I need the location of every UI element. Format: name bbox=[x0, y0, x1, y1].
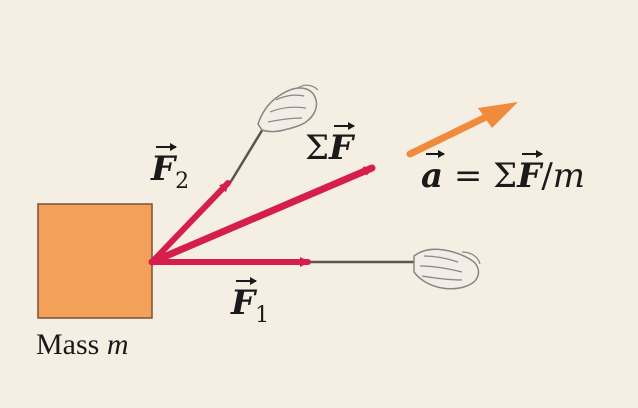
accel-symbol: a bbox=[421, 150, 445, 196]
force2-label: F2 bbox=[151, 143, 190, 194]
accel-equals: = Σ bbox=[443, 156, 518, 196]
acceleration-equation: a = ΣF/m bbox=[421, 150, 586, 196]
pulling-hand-icon bbox=[257, 84, 319, 133]
accel-divide: / bbox=[541, 156, 553, 196]
force1-subscript: 1 bbox=[255, 303, 270, 328]
force1-label: F1 bbox=[231, 277, 270, 328]
mass-symbol: m bbox=[106, 328, 129, 361]
net-force-symbol: F bbox=[329, 122, 356, 168]
force2-symbol: F bbox=[151, 143, 177, 189]
net-force-sigma: Σ bbox=[305, 128, 330, 168]
force1-symbol: F bbox=[231, 277, 257, 323]
mass-block bbox=[37, 203, 153, 319]
net-force-label: ΣF bbox=[305, 122, 356, 168]
accel-force-symbol: F bbox=[517, 150, 544, 196]
pulling-hand-icon bbox=[413, 248, 481, 290]
force2-arrow bbox=[149, 180, 231, 265]
net-force-arrow bbox=[148, 164, 376, 266]
force2-subscript: 2 bbox=[175, 169, 190, 194]
accel-mass-symbol: m bbox=[552, 156, 586, 196]
acceleration-arrow bbox=[406, 102, 518, 158]
mass-text: Mass bbox=[36, 328, 107, 361]
mass-label: Mass m bbox=[36, 330, 129, 360]
